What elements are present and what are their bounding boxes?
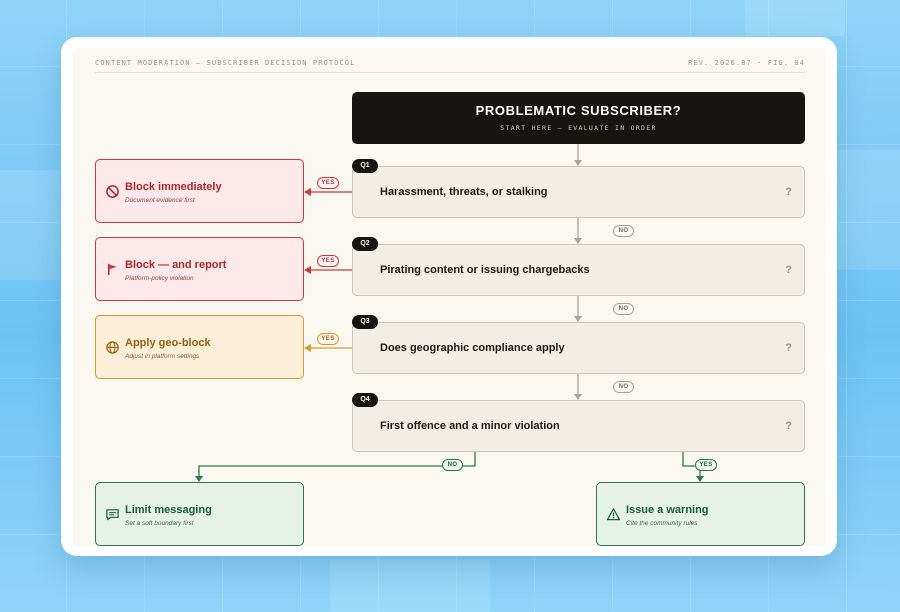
- outcome-title: Issue a warning: [626, 504, 709, 516]
- no-label-q2: NO: [613, 303, 634, 315]
- arrowhead: [304, 188, 311, 196]
- arrowhead: [195, 476, 203, 482]
- outcome-block-and-report: Block — and report Platform-policy viola…: [95, 237, 304, 301]
- background-tile: [838, 150, 900, 270]
- question-mark: ?: [785, 342, 792, 354]
- start-node: PROBLEMATIC SUBSCRIBER? START HERE — EVA…: [352, 92, 805, 144]
- q4-no-connector: [198, 452, 476, 476]
- no-label-q3: NO: [613, 381, 634, 393]
- arrowhead: [574, 238, 582, 244]
- outcome-title: Limit messaging: [125, 504, 212, 516]
- yes-label-q2: YES: [317, 255, 339, 267]
- question-node-q1: Harassment, threats, or stalking ?: [352, 166, 805, 218]
- question-text: Pirating content or issuing chargebacks: [380, 264, 590, 276]
- no-label-q1: NO: [613, 225, 634, 237]
- question-node-q4: First offence and a minor violation ?: [352, 400, 805, 452]
- outcome-subtitle: Platform-policy violation: [125, 275, 194, 282]
- outcome-apply-geo-block: Apply geo-block Adjust in platform setti…: [95, 315, 304, 379]
- question-text: Harassment, threats, or stalking: [380, 186, 548, 198]
- warning-icon: [606, 508, 621, 521]
- figure-header-revision: REV. 2026.07 · FIG. 04: [688, 59, 805, 67]
- figure-header-title: CONTENT MODERATION — SUBSCRIBER DECISION…: [95, 59, 356, 67]
- yes-label-q1: YES: [317, 177, 339, 189]
- arrowhead: [574, 316, 582, 322]
- q4-yes-connector: [682, 452, 701, 476]
- question-node-q3: Does geographic compliance apply ?: [352, 322, 805, 374]
- arrowhead: [696, 476, 704, 482]
- outcome-title: Block — and report: [125, 259, 227, 271]
- outcome-subtitle: Set a soft boundary first: [125, 520, 194, 527]
- question-tag-q3: Q3: [352, 315, 378, 329]
- question-tag-q2: Q2: [352, 237, 378, 251]
- arrowhead: [574, 394, 582, 400]
- flag-icon: [108, 263, 117, 276]
- start-title: PROBLEMATIC SUBSCRIBER?: [475, 103, 682, 118]
- outcome-title: Apply geo-block: [125, 337, 211, 349]
- yes-label-q3: YES: [317, 333, 339, 345]
- header-divider: [95, 72, 805, 73]
- outcome-issue-warning: Issue a warning Cite the community rules: [596, 482, 805, 546]
- background-tile: [0, 170, 60, 280]
- globe-icon: [106, 341, 119, 354]
- question-text: Does geographic compliance apply: [380, 342, 565, 354]
- no-path-arrowheads: [574, 160, 582, 400]
- background-tile: [745, 0, 845, 36]
- question-text: First offence and a minor violation: [380, 420, 560, 432]
- outcome-subtitle: Adjust in platform settings: [125, 353, 200, 360]
- outcome-subtitle: Document evidence first: [125, 197, 195, 204]
- arrowhead: [304, 344, 311, 352]
- message-icon: [106, 509, 119, 521]
- start-subtitle: START HERE — EVALUATE IN ORDER: [500, 124, 657, 132]
- block-icon: [106, 185, 119, 198]
- outcome-subtitle: Cite the community rules: [626, 520, 698, 527]
- background-tile: [330, 560, 490, 612]
- arrowhead: [304, 266, 311, 274]
- question-node-q2: Pirating content or issuing chargebacks …: [352, 244, 805, 296]
- yes-label-q4: YES: [695, 459, 717, 471]
- question-tag-q4: Q4: [352, 393, 378, 407]
- outcome-block-immediately: Block immediately Document evidence firs…: [95, 159, 304, 223]
- yes-path-connectors: [310, 191, 352, 349]
- no-label-q4: NO: [442, 459, 463, 471]
- question-mark: ?: [785, 264, 792, 276]
- question-mark: ?: [785, 186, 792, 198]
- q4-branch-connectors: [198, 452, 701, 476]
- question-tag-q1: Q1: [352, 159, 378, 173]
- question-mark: ?: [785, 420, 792, 432]
- arrowhead: [574, 160, 582, 166]
- outcome-limit-messaging: Limit messaging Set a soft boundary firs…: [95, 482, 304, 546]
- outcome-title: Block immediately: [125, 181, 222, 193]
